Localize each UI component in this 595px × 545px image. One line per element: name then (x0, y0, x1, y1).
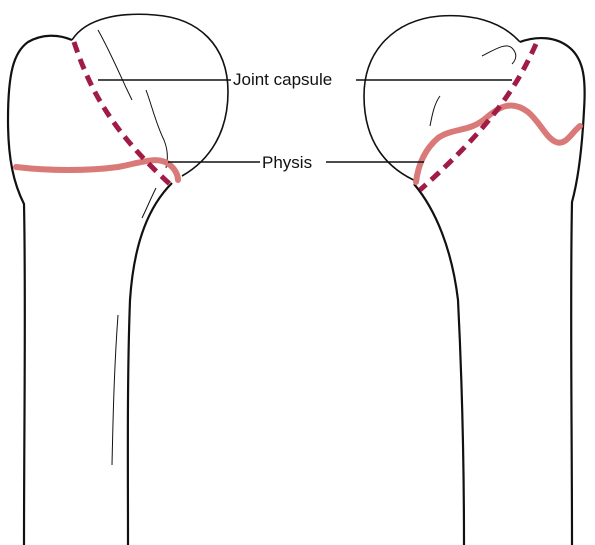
left-femoral-head (71, 13, 229, 177)
right-physis-line (413, 102, 583, 185)
leader-lines (98, 79, 512, 163)
joint-capsule-label: Joint capsule (231, 70, 335, 90)
left-femur (6, 13, 229, 545)
right-joint-capsule-line (418, 42, 539, 192)
physis-label: Physis (260, 153, 315, 173)
left-physis-line (13, 157, 181, 183)
right-inner-detail-1 (481, 45, 517, 65)
left-inner-detail-3 (141, 187, 157, 219)
right-femur (363, 14, 586, 545)
left-inner-detail-1 (97, 29, 133, 101)
right-femoral-head (363, 14, 521, 183)
left-medial-shaft (126, 182, 173, 545)
left-inner-detail-4 (111, 314, 119, 466)
right-medial-shaft (413, 183, 466, 545)
left-joint-capsule-line (71, 41, 174, 188)
left-inner-detail-2 (145, 89, 168, 169)
left-greater-trochanter (6, 34, 73, 545)
right-inner-detail-2 (429, 95, 441, 127)
right-greater-trochanter (519, 36, 586, 545)
